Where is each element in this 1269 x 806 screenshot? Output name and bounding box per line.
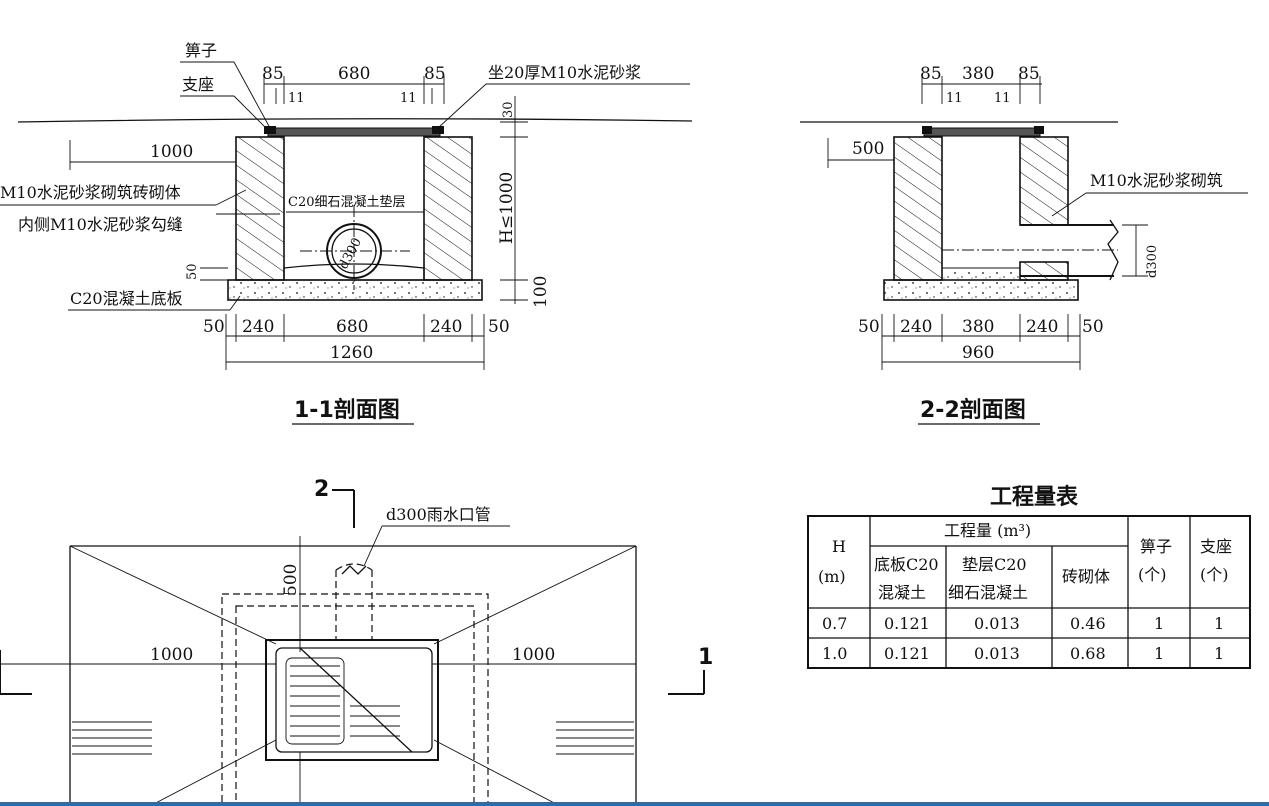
section-mark-1: 1	[698, 645, 713, 670]
dim-bottom-50-right: 50	[488, 317, 510, 337]
dim-top-85-right: 85	[424, 64, 446, 84]
ramp-lines-right	[556, 721, 634, 755]
dim2-bottom-50-right: 50	[1082, 317, 1104, 337]
height-label: H≤1000	[497, 172, 517, 244]
dim2-bottom-240-right: 240	[1026, 317, 1058, 337]
dim-bottom-240-left: 240	[242, 317, 274, 337]
cell-cushion: 0.013	[974, 644, 1020, 663]
mortar-bed-label: 坐20厚M10水泥砂浆	[488, 63, 641, 82]
cell-support: 1	[1214, 644, 1224, 663]
dim-top-680: 680	[338, 64, 370, 84]
cell-brick: 0.68	[1070, 644, 1106, 663]
left-wall-2	[893, 136, 943, 281]
dim-left-1000: 1000	[150, 142, 193, 162]
cell-base: 0.121	[884, 614, 930, 633]
dim-left-50: 50	[185, 263, 200, 280]
right-wall-2	[1019, 136, 1069, 226]
th-base2: 混凝土	[878, 583, 926, 602]
plan-dim-1000-left: 1000	[150, 645, 193, 665]
dim2-top-11-right: 11	[994, 91, 1011, 106]
dim2-bottom-380: 380	[962, 317, 994, 337]
dim-bottom-680: 680	[336, 317, 368, 337]
th-h: H	[832, 537, 846, 556]
dim-right-100: 100	[531, 276, 551, 308]
pipe-label-2: d300	[1145, 245, 1160, 278]
th-grate-unit: (个)	[1138, 565, 1167, 584]
plan-dim-500: 500	[281, 564, 301, 596]
th-cushion2: 细石混凝土	[948, 583, 1028, 602]
dim-top-11-right: 11	[400, 91, 417, 106]
th-h-unit: (m)	[818, 567, 846, 586]
grate-label: 箅子	[185, 41, 217, 60]
masonry-label: M10水泥砂浆砌筑	[1090, 171, 1223, 190]
dim2-top-85-right: 85	[1018, 64, 1040, 84]
dim2-bottom-50-left: 50	[858, 317, 880, 337]
th-brick: 砖砌体	[1062, 567, 1110, 586]
th-support: 支座	[1200, 537, 1232, 556]
table-title: 工程量表	[990, 485, 1079, 510]
cushion-label: C20细石混凝土垫层	[288, 194, 406, 210]
plan-pipe-label: d300雨水口管	[386, 505, 491, 524]
quantity-table: 工程量表 H (m) 工程量 (m³) 底板C20 混凝土 垫层C20 细石混凝…	[807, 485, 1251, 669]
section-1-1-title: 1-1剖面图	[294, 397, 400, 423]
cell-support: 1	[1214, 614, 1224, 633]
dim-top-85-left: 85	[262, 64, 284, 84]
dim-bottom-240-right: 240	[430, 317, 462, 337]
dim-top-11-left: 11	[288, 91, 305, 106]
dim2-total-960: 960	[962, 343, 994, 363]
support-right	[432, 126, 444, 134]
cell-cushion: 0.013	[974, 614, 1020, 633]
dim-right-30: 30	[501, 101, 516, 118]
base-slab-label: C20混凝土底板	[70, 289, 183, 308]
th-support-unit: (个)	[1200, 565, 1229, 584]
ramp-lines-left	[72, 721, 152, 755]
dim2-top-11-left: 11	[946, 91, 963, 106]
th-grate: 箅子	[1140, 537, 1172, 556]
dim2-top-380: 380	[962, 64, 994, 84]
dim2-left-500: 500	[852, 139, 884, 159]
section-1-1: d300 C20细石混凝土垫层 85 680 85 11 11 箅子 支座 坐2…	[0, 41, 693, 425]
table-row: 1.0 0.121 0.013 0.68 1 1	[822, 644, 1224, 663]
pipe-label: d300	[336, 236, 365, 272]
plan-dim-1000-right: 1000	[512, 645, 555, 665]
grate-slots	[285, 657, 400, 745]
cell-grate: 1	[1154, 614, 1164, 633]
dim-bottom-50-left: 50	[203, 317, 225, 337]
base-slab	[227, 279, 483, 301]
window-bottom-border	[0, 802, 1269, 806]
dim2-top-85-left: 85	[920, 64, 942, 84]
inner-joint-label: 内侧M10水泥砂浆勾缝	[18, 215, 183, 234]
th-base: 底板C20	[874, 555, 939, 574]
cell-base: 0.121	[884, 644, 930, 663]
dim-total-1260: 1260	[330, 343, 373, 363]
right-wall	[423, 136, 473, 281]
plan-view: d300雨水口管 2 500 1000 1000	[0, 477, 713, 806]
support-left	[264, 126, 276, 134]
cell-h: 0.7	[822, 614, 847, 633]
cell-h: 1.0	[822, 644, 847, 663]
dim2-bottom-240-left: 240	[900, 317, 932, 337]
support-label: 支座	[182, 75, 214, 94]
cell-brick: 0.46	[1070, 614, 1106, 633]
left-wall	[235, 136, 285, 281]
grate-plate	[267, 127, 441, 137]
brick-wall-label: M10水泥砂浆砌筑砖砌体	[0, 183, 181, 202]
section-mark-2: 2	[314, 477, 329, 502]
cell-grate: 1	[1154, 644, 1164, 663]
th-quantity: 工程量 (m³)	[944, 521, 1031, 540]
th-cushion: 垫层C20	[962, 555, 1027, 574]
section-2-2: d300 M10水泥砂浆砌筑 85 380 85 11 11 500 50 24…	[800, 64, 1248, 425]
table-row: 0.7 0.121 0.013 0.46 1 1	[822, 614, 1224, 633]
section-2-2-title: 2-2剖面图	[920, 397, 1026, 423]
